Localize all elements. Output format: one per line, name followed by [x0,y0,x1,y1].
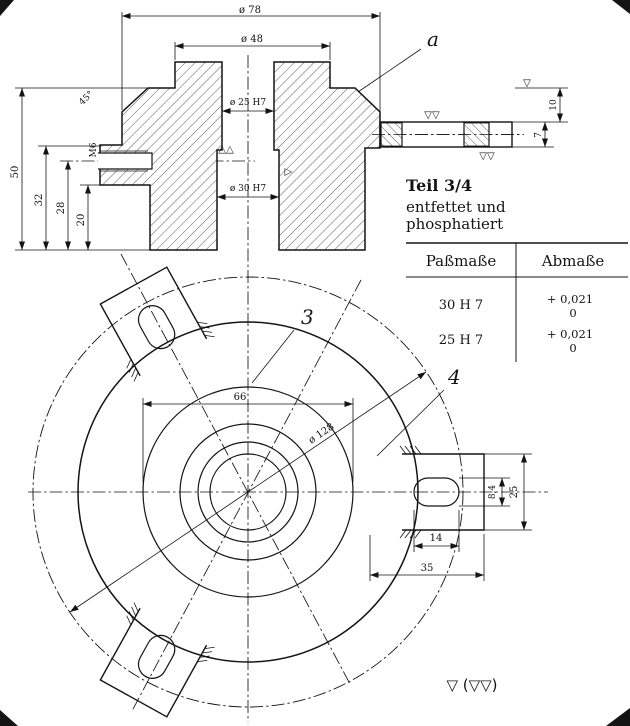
dim-label-dia25h7: ø 25 H7 [230,98,266,108]
lug-dimensions: 25 8,4 14 35 [369,453,532,581]
tolerance-table: Paßmaße Abmaße 30 H 7 + 0,021 0 25 H 7 +… [406,242,628,362]
dim-label-50: 50 [10,166,21,179]
surface-finish-icon: ▽ [523,78,531,89]
table-cell-dev-lower: 0 [569,306,576,320]
dim-label-7: 7 [534,132,544,138]
lug-upper-left [92,262,216,383]
table-cell-fit: 25 H 7 [439,333,483,348]
thread-label-m6: M6 [89,142,99,157]
hub-cross-section [99,61,381,251]
m6-hole [98,150,153,172]
dim-label-dia48: ø 48 [241,34,263,45]
table-row: 30 H 7 + 0,021 0 [439,292,593,320]
dim-label-66: 66 [234,392,247,403]
dim-label-32: 32 [34,194,45,207]
note-line-1: Teil 3/4 [406,176,472,195]
dim-label-dia78: ø 78 [239,5,261,16]
part-label-4: 4 [447,365,461,389]
clamp-arm-section [372,121,524,148]
surface-finish-marks: ▽▽ ▽▽ ▽ ▽▽ ▽ [218,78,531,176]
dim-label-25: 25 [509,486,520,499]
table-cell-dev-lower: 0 [569,341,576,355]
dim-label-28: 28 [56,202,67,215]
note-line-3: phosphatiert [406,215,503,233]
dim-label-8-4: 8,4 [488,485,498,500]
table-cell-dev-upper: + 0,021 [547,327,593,341]
dim-66: 66 [142,392,354,482]
dim-label-dia30h7: ø 30 H7 [230,184,266,194]
detail-callout-a: a [357,27,439,93]
lug-bottom [92,601,216,722]
table-header-deviation: Abmaße [541,252,605,270]
detail-label-a: a [427,27,439,51]
surface-finish-icon: ▽▽ [218,144,234,155]
surface-finish-icon: ▽▽ [424,110,440,121]
part-callout-4: 4 [376,365,461,457]
surface-finish-note: ▽ (▽▽) [446,676,497,694]
dim-label-20: 20 [76,214,87,227]
dim-label-14: 14 [430,533,443,544]
table-cell-fit: 30 H 7 [439,298,483,313]
part-label-3: 3 [301,305,314,329]
part-callout-3: 3 [251,305,314,384]
surface-finish-icon: ▽▽ [479,151,495,162]
finish-note-block: Teil 3/4 entfettet und phosphatiert [406,176,506,233]
section-view: ø 78 ø 48 ø 25 H7 ø 30 H7 50 32 28 20 M6… [10,5,568,722]
chamfer-label: 45° [77,89,95,107]
dim-label-35: 35 [421,563,434,574]
note-line-2: entfettet und [406,198,506,216]
table-header-fit: Paßmaße [426,252,497,270]
plan-view: ø 128 66 25 8,4 14 35 3 [28,253,548,722]
table-row: 25 H 7 + 0,021 0 [439,327,593,355]
dim-label-10: 10 [549,99,559,111]
surface-finish-icon: ▽ [283,168,294,176]
table-cell-dev-upper: + 0,021 [547,292,593,306]
plan-centerlines [28,253,548,712]
